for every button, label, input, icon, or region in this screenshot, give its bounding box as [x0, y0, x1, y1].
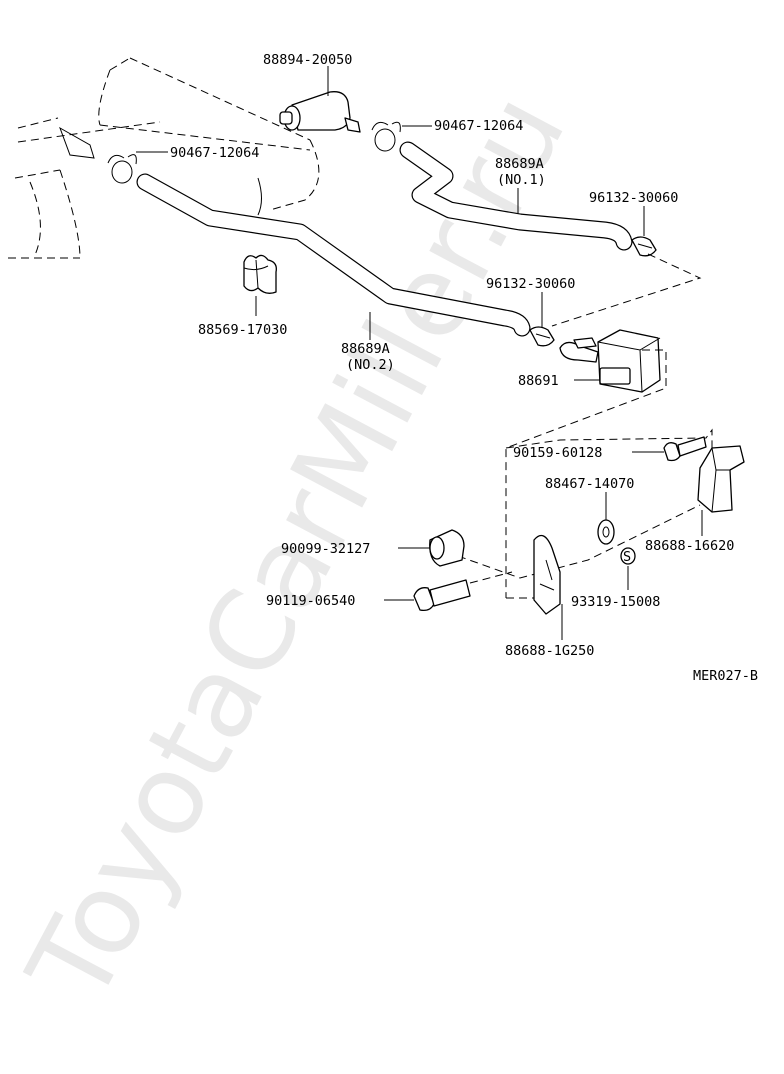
label-90467-12064-b: 90467-12064: [170, 145, 259, 161]
hose-clamp-96132-b: [529, 326, 555, 347]
label-88688-1g250: 88688-1G250: [505, 643, 594, 659]
hose-clip-90467-a: [371, 121, 401, 152]
engine-body-outline: [8, 57, 320, 259]
label-88894-20050: 88894-20050: [263, 52, 352, 68]
bracket-88688-16620: [697, 445, 745, 513]
nut-93319: S: [620, 547, 636, 565]
label-88689a-no1: 88689A: [495, 156, 544, 172]
bolt-90159: [663, 436, 707, 462]
label-90159-60128: 90159-60128: [513, 445, 602, 461]
label-88689a-no2: 88689A: [341, 341, 390, 357]
hose-no2: [136, 173, 531, 337]
hose-clip-90467-b: [107, 154, 137, 184]
label-88689a-no1-note: (NO.1): [497, 172, 546, 188]
cushion-90099: [429, 529, 465, 567]
hose-clip-88569: [243, 254, 277, 294]
hose-no1: [399, 141, 633, 251]
label-88467-14070: 88467-14070: [545, 476, 634, 492]
label-88689a-no2-note: (NO.2): [346, 357, 395, 373]
washer-88467: [597, 519, 615, 545]
label-90119-06540: 90119-06540: [266, 593, 355, 609]
label-88688-16620: 88688-16620: [645, 538, 734, 554]
part-labels: 88894-20050 90467-12064 90467-12064 8868…: [170, 52, 758, 684]
label-88691: 88691: [518, 373, 559, 389]
hose-clamp-96132-a: [631, 236, 657, 257]
label-90099-32127: 90099-32127: [281, 541, 370, 557]
label-96132-30060-b: 96132-30060: [486, 276, 575, 292]
diagram-code: MER027-B: [693, 668, 758, 684]
pipe-fitting-88894: [279, 91, 361, 133]
bracket-88688-1g250: [533, 534, 561, 615]
label-88569-17030: 88569-17030: [198, 322, 287, 338]
label-96132-30060-a: 96132-30060: [589, 190, 678, 206]
label-93319-15008: 93319-15008: [571, 594, 660, 610]
svg-text:S: S: [623, 549, 631, 565]
leader-lines: [136, 66, 703, 640]
label-90467-12064-a: 90467-12064: [434, 118, 523, 134]
vsv-88691: [559, 329, 661, 393]
bolt-90119: [413, 579, 471, 612]
